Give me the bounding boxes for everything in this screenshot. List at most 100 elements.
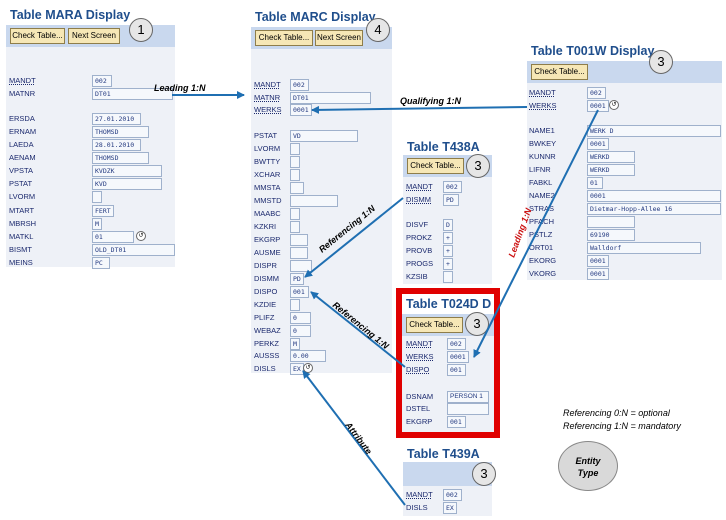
t439a-value-mandt[interactable]: 002 xyxy=(443,489,462,501)
marc-value-ausme[interactable] xyxy=(290,247,308,259)
mara-value-matnr[interactable]: DT01 xyxy=(92,88,173,100)
mara-next-screen-button[interactable]: Next Screen xyxy=(68,28,120,44)
marc-label-webaz: WEBAZ xyxy=(254,326,281,335)
marc-value-lvorm[interactable] xyxy=(290,143,300,155)
t438a-label-dismm: DISMM xyxy=(406,195,431,204)
marc-value-perkz[interactable]: M xyxy=(290,338,300,350)
t001w-value-ekorg[interactable]: 0001 xyxy=(587,255,609,267)
t001w-title: Table T001W Display xyxy=(527,41,722,61)
mara-value-aenam[interactable]: THOMSD xyxy=(92,152,149,164)
marc-next-screen-button[interactable]: Next Screen xyxy=(315,30,363,46)
mara-value-meins[interactable]: PC xyxy=(92,257,110,269)
t024d-value-werks[interactable]: 0001 xyxy=(447,351,469,363)
marc-value-plifz[interactable]: 0 xyxy=(290,312,311,324)
marc-value-xchar[interactable] xyxy=(290,169,300,181)
t024d-label-dispo: DISPO xyxy=(406,365,430,374)
marc-label-matnr: MATNR xyxy=(254,93,281,102)
arrow-attribute xyxy=(302,370,406,506)
mara-value-mandt[interactable]: 002 xyxy=(92,75,112,87)
t438a-value-kzsib[interactable] xyxy=(443,271,453,283)
mara-value-vpsta[interactable]: KVDZK xyxy=(92,165,162,177)
t024d-value-mandt[interactable]: 002 xyxy=(447,338,466,350)
t001w-value-bwkey[interactable]: 0001 xyxy=(587,138,609,150)
mara-value-mbrsh[interactable]: M xyxy=(92,218,102,230)
marc-value-pstat[interactable]: VD xyxy=(290,130,358,142)
mara-label-matnr: MATNR xyxy=(9,89,36,98)
mara-label-lvorm: LVORM xyxy=(9,192,36,201)
marc-value-ekgrp[interactable] xyxy=(290,234,308,246)
t438a-check-table-button[interactable]: Check Table... xyxy=(407,158,464,174)
t001w-label-name2: NAME2 xyxy=(529,191,555,200)
marc-label-kzdie: KZDIE xyxy=(254,300,277,309)
marc-label-dismm: DISMM xyxy=(254,274,279,283)
marc-check-table-button[interactable]: Check Table... xyxy=(255,30,313,46)
marc-value-dispo[interactable]: 001 xyxy=(290,286,309,298)
t438a-value-mandt[interactable]: 002 xyxy=(443,181,462,193)
t001w-value-pstlz[interactable]: 69190 xyxy=(587,229,635,241)
t001w-value-lifnr[interactable]: WERKD xyxy=(587,164,635,176)
t024d-value-dstel[interactable] xyxy=(447,403,489,415)
marc-value-mandt[interactable]: 002 xyxy=(290,79,309,91)
t001w-value-pfach[interactable] xyxy=(587,216,635,228)
t438a-value-dismm[interactable]: PD xyxy=(443,194,459,206)
marc-value-dispr[interactable] xyxy=(290,260,312,272)
label-leading-mara-marc: Leading 1:N xyxy=(154,83,206,93)
marc-value-kzdie[interactable] xyxy=(290,299,300,311)
t001w-value-name2[interactable]: 0001 xyxy=(587,190,721,202)
t001w-value-name1[interactable]: WERK D xyxy=(587,125,721,137)
label-qualifying: Qualifying 1:N xyxy=(400,96,462,106)
t001w-werks-help-icon[interactable]: ↺ xyxy=(609,100,619,110)
t438a-value-prokz[interactable]: + xyxy=(443,232,453,244)
mara-value-mtart[interactable]: FERT xyxy=(92,205,114,217)
t001w-value-mandt[interactable]: 002 xyxy=(587,87,606,99)
t001w-label-name1: NAME1 xyxy=(529,126,555,135)
t438a-label-progs: PROGS xyxy=(406,259,434,268)
t001w-check-table-button[interactable]: Check Table... xyxy=(531,64,588,80)
marc-value-mmsta[interactable] xyxy=(290,182,304,194)
marc-value-ausss[interactable]: 0.00 xyxy=(290,350,326,362)
t024d-value-ekgrp[interactable]: 001 xyxy=(447,416,466,428)
mara-value-laeda[interactable]: 28.01.2010 xyxy=(92,139,141,151)
marc-value-maabc[interactable] xyxy=(290,208,300,220)
marc-value-dismm[interactable]: PD xyxy=(290,273,304,285)
marc-value-kzkri[interactable] xyxy=(290,221,300,233)
mara-value-matkl[interactable]: 01 xyxy=(92,231,134,243)
mara-matkl-help-icon[interactable]: ↺ xyxy=(136,231,146,241)
mara-value-lvorm[interactable] xyxy=(92,191,102,203)
t024d-check-table-button[interactable]: Check Table... xyxy=(406,317,463,333)
t001w-label-lifnr: LIFNR xyxy=(529,165,551,174)
t001w-value-vkorg[interactable]: 0001 xyxy=(587,268,609,280)
mara-badge: 1 xyxy=(129,18,153,42)
t024d-value-dispo[interactable]: 001 xyxy=(447,364,466,376)
t438a-title: Table T438A xyxy=(403,137,492,157)
mara-label-mtart: MTART xyxy=(9,206,35,215)
t001w-value-ort01[interactable]: Walldorf xyxy=(587,242,701,254)
marc-value-disls[interactable]: EX xyxy=(290,363,304,375)
t001w-value-stras[interactable]: Dietmar-Hopp-Allee 16 xyxy=(587,203,721,215)
t024d-value-dsnam[interactable]: PERSON 1 xyxy=(447,391,489,403)
t001w-value-fabkl[interactable]: 01 xyxy=(587,177,603,189)
t438a-value-disvf[interactable]: D xyxy=(443,219,453,231)
mara-check-table-button[interactable]: Check Table... xyxy=(10,28,65,44)
t438a-value-progs[interactable]: + xyxy=(443,258,453,270)
marc-label-plifz: PLIFZ xyxy=(254,313,275,322)
entity-type-legend: Entity Type xyxy=(558,441,618,491)
t439a-value-disls[interactable]: EX xyxy=(443,502,457,514)
t024d-label-werks: WERKS xyxy=(406,352,434,361)
mara-value-ernam[interactable]: THOMSD xyxy=(92,126,149,138)
label-attribute: Attribute xyxy=(343,419,374,456)
mara-value-pstat[interactable]: KVD xyxy=(92,178,162,190)
t024d-title: Table T024D D xyxy=(402,294,494,314)
marc-value-matnr[interactable]: DT01 xyxy=(290,92,371,104)
marc-value-mmstd[interactable] xyxy=(290,195,338,207)
t001w-value-kunnr[interactable]: WERKD xyxy=(587,151,635,163)
mara-value-bismt[interactable]: OLD_DT01 xyxy=(92,244,175,256)
marc-value-webaz[interactable]: 0 xyxy=(290,325,311,337)
marc-label-kzkri: KZKRI xyxy=(254,222,277,231)
mara-value-ersda[interactable]: 27.01.2010 xyxy=(92,113,141,125)
marc-label-lvorm: LVORM xyxy=(254,144,281,153)
marc-value-bwtty[interactable] xyxy=(290,156,300,168)
legend-line-optional: Referencing 0:N = optional xyxy=(563,408,670,418)
t438a-value-provb[interactable]: + xyxy=(443,245,453,257)
marc-label-dispo: DISPO xyxy=(254,287,278,296)
